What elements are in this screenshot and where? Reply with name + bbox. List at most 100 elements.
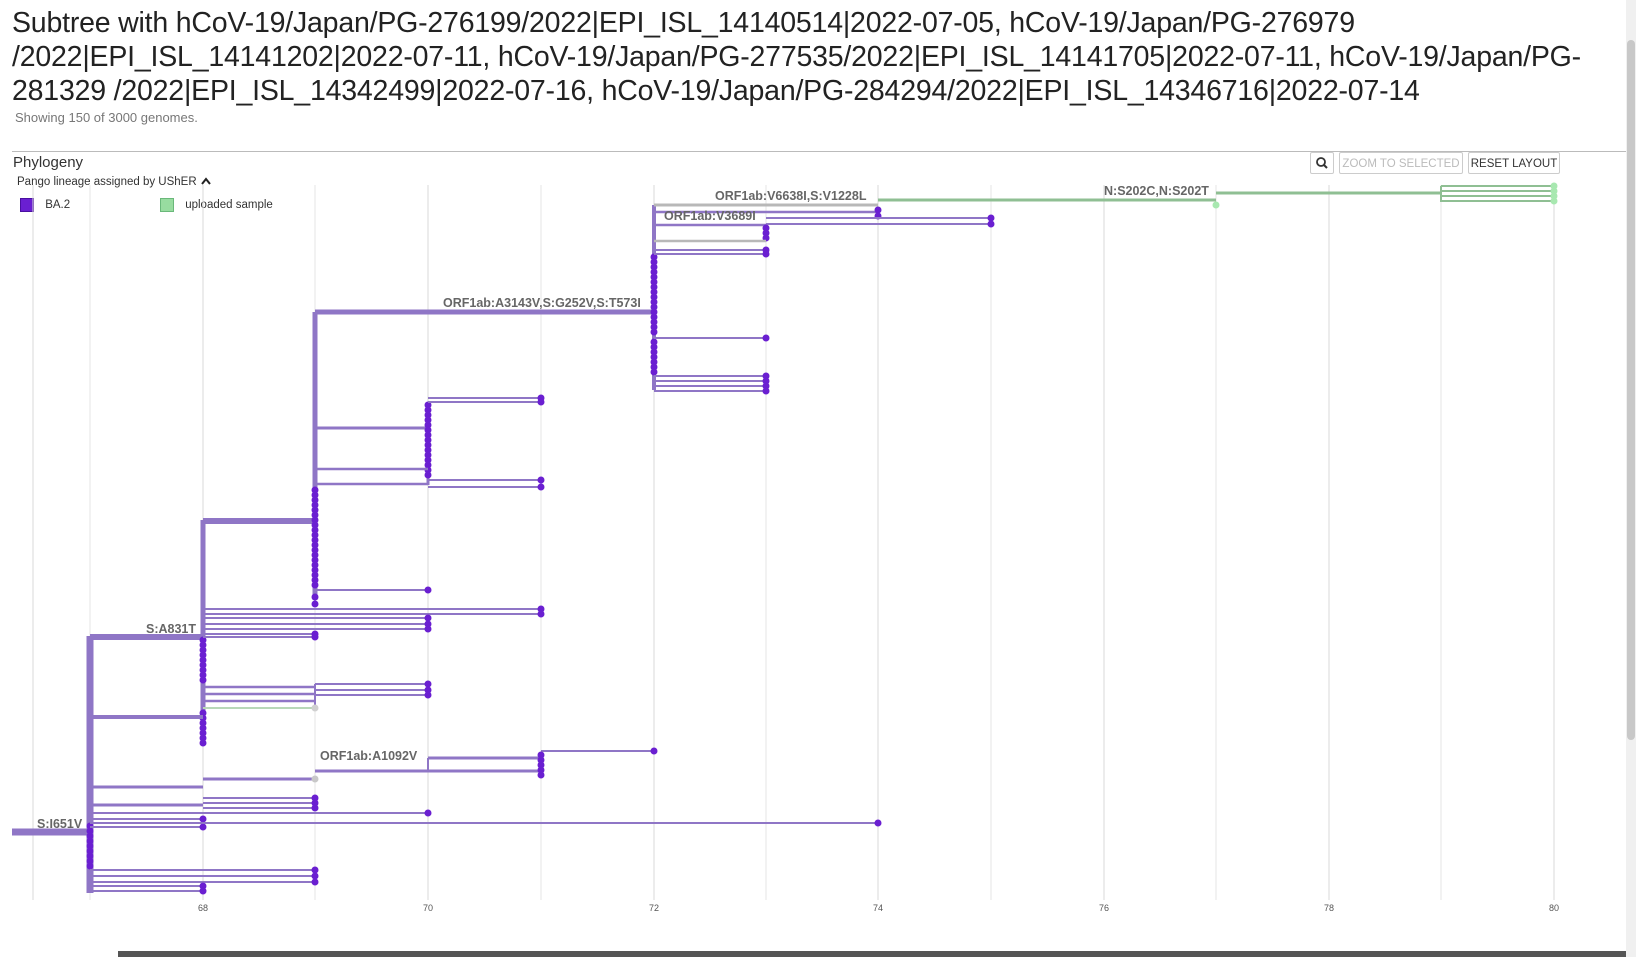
tree-node <box>424 461 432 469</box>
tree-node <box>199 666 207 674</box>
tree-node <box>650 278 658 286</box>
tree-node <box>650 288 658 296</box>
legend-item-uploaded-sample[interactable]: uploaded sample <box>160 196 273 214</box>
mutation-label: ORF1ab:A1092V <box>320 749 418 763</box>
tree-node <box>199 671 207 679</box>
tree-node <box>650 303 658 311</box>
tree-node <box>424 416 432 424</box>
scrollbar-thumb[interactable] <box>1627 40 1635 740</box>
tree-node <box>650 253 658 261</box>
tree-node <box>311 576 319 584</box>
tree-node <box>650 258 658 266</box>
tree-node <box>199 646 207 654</box>
tree-node <box>311 794 319 802</box>
tree-node <box>650 308 658 316</box>
tree-node <box>311 511 319 519</box>
tree-node <box>311 878 319 886</box>
genome-count: Showing 150 of 3000 genomes. <box>15 110 198 125</box>
tree-node <box>86 852 94 860</box>
tree-node <box>311 531 319 539</box>
tree-node <box>424 456 432 464</box>
tree-node <box>199 641 207 649</box>
zoom-to-selected-button[interactable]: ZOOM TO SELECTED <box>1339 152 1463 174</box>
tree-node <box>762 382 770 390</box>
tree-node <box>311 581 319 589</box>
tree-node <box>537 771 545 779</box>
tree-node <box>650 263 658 271</box>
tree-node <box>650 363 658 371</box>
tree-node <box>650 348 658 356</box>
tree-node <box>650 747 658 755</box>
tree-node <box>424 421 432 429</box>
horizontal-scrollbar[interactable] <box>118 951 1626 957</box>
tree-node <box>424 809 432 817</box>
tree-node <box>424 411 432 419</box>
tree-node <box>311 704 319 712</box>
tree-node <box>650 338 658 346</box>
axis-tick-label: 70 <box>423 903 433 913</box>
tree-node <box>424 614 432 622</box>
divider <box>12 151 1628 152</box>
tree-node <box>311 496 319 504</box>
mutation-label: ORF1ab:V3689I <box>664 209 756 223</box>
tree-node <box>650 328 658 336</box>
mutation-label: S:A831T <box>146 622 196 636</box>
tree-node <box>424 431 432 439</box>
panel-title: Phylogeny <box>13 154 84 171</box>
tree-node <box>650 273 658 281</box>
tree-node <box>424 620 432 628</box>
tree-node <box>311 872 319 880</box>
tree-node <box>199 636 207 644</box>
tree-node <box>537 761 545 769</box>
tree-node <box>650 353 658 361</box>
color-by-label: Pango lineage assigned by UShER <box>17 176 197 188</box>
tree-node <box>311 561 319 569</box>
tree-node <box>199 676 207 684</box>
tree-node <box>199 729 207 737</box>
tree-node <box>650 293 658 301</box>
tree-node <box>311 566 319 574</box>
axis-tick-label: 72 <box>649 903 659 913</box>
tree-node <box>199 724 207 732</box>
axis-tick-label: 80 <box>1549 903 1559 913</box>
tree-node <box>874 206 882 214</box>
tree-node <box>537 605 545 613</box>
legend-item-ba2[interactable]: BA.2 <box>20 196 70 214</box>
tree-node <box>86 847 94 855</box>
color-by-selector[interactable]: Pango lineage assigned by UShER <box>17 176 212 188</box>
tree-node <box>650 318 658 326</box>
axis-tick-label: 74 <box>873 903 883 913</box>
tree-node <box>86 832 94 840</box>
tree-node <box>86 862 94 870</box>
vertical-scrollbar[interactable] <box>1626 0 1636 957</box>
tree-node <box>199 656 207 664</box>
tree-node <box>311 521 319 529</box>
mutation-label: ORF1ab:V6638I,S:V1228L <box>715 189 867 203</box>
mutation-label: ORF1ab:A3143V,S:G252V,S:T573I <box>443 296 641 310</box>
tree-node <box>537 398 545 406</box>
zoom-button[interactable] <box>1310 152 1334 174</box>
tree-node <box>311 516 319 524</box>
tree-node <box>762 372 770 380</box>
tree-node <box>199 719 207 727</box>
tree-node <box>762 377 770 385</box>
tree-node <box>424 680 432 688</box>
tree-node <box>424 586 432 594</box>
reset-layout-button[interactable]: RESET LAYOUT <box>1468 152 1560 174</box>
magnifier-icon <box>1316 157 1328 169</box>
page-title: Subtree with hCoV-19/Japan/PG-276199/202… <box>12 7 1581 107</box>
tree-node <box>199 651 207 659</box>
tree-node <box>537 766 545 774</box>
tree-node <box>424 446 432 454</box>
legend-swatch <box>160 197 174 212</box>
tree-node <box>874 819 882 827</box>
tree-node <box>311 536 319 544</box>
tree-node <box>987 220 995 228</box>
tree-node <box>199 709 207 717</box>
tree-node <box>311 491 319 499</box>
tree-node <box>424 451 432 459</box>
tree-node <box>199 882 207 890</box>
tree-node <box>537 751 545 759</box>
tree-node <box>311 506 319 514</box>
